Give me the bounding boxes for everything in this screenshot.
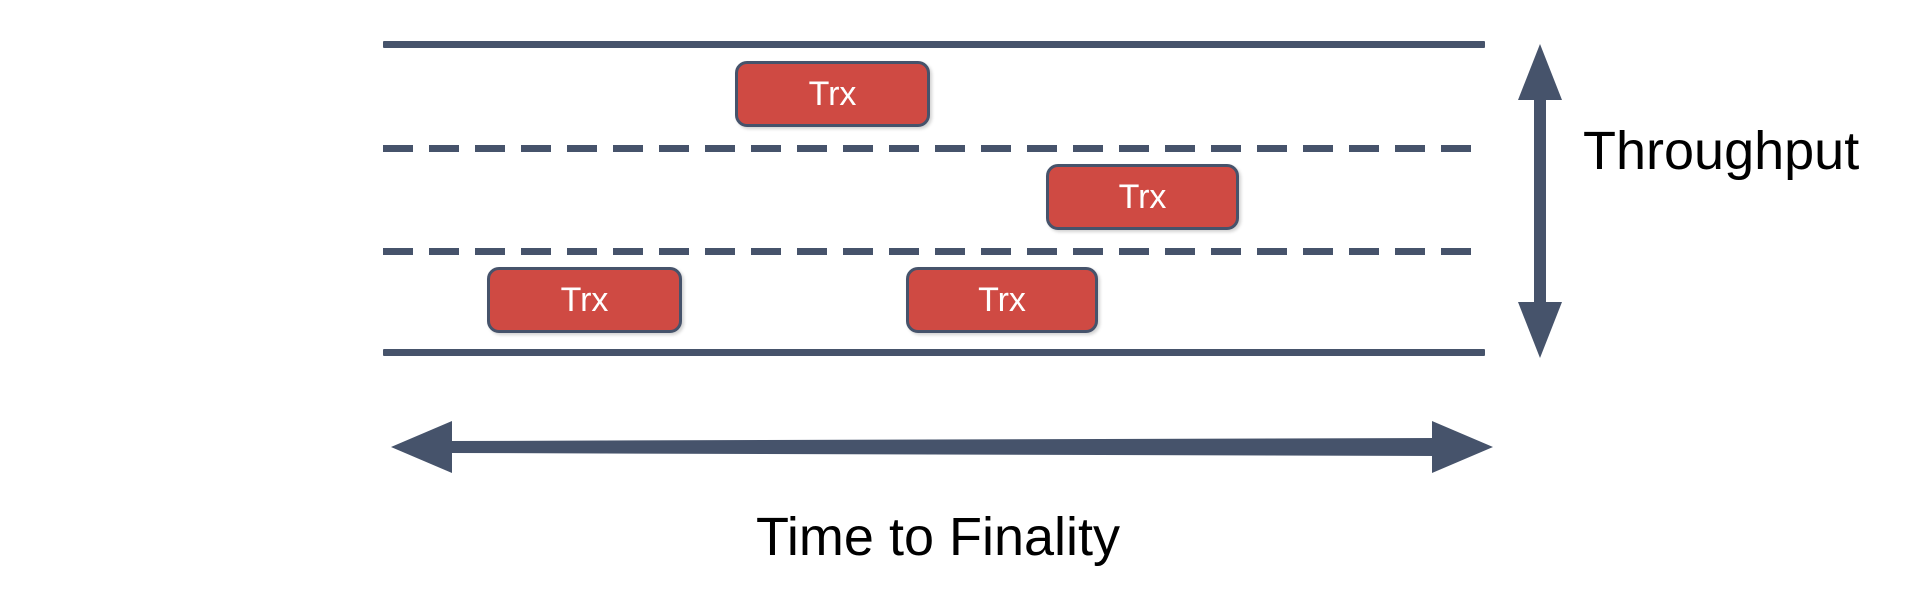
time-axis-label: Time to Finality (0, 510, 1880, 564)
lane-divider-upper-line (383, 145, 1485, 152)
time-axis-arrow-icon (386, 416, 1498, 478)
transaction-block-label: Trx (560, 281, 609, 319)
lane-divider-lower-line (383, 248, 1485, 255)
lane-top-boundary-line (383, 41, 1485, 48)
time-axis-label-text: Time to Finality (755, 507, 1121, 567)
lane-bottom-boundary-line (383, 349, 1485, 356)
transaction-block-label: Trx (808, 75, 857, 113)
throughput-axis-arrow-icon (1512, 40, 1568, 362)
transaction-block-label: Trx (1118, 178, 1167, 216)
transaction-block[interactable]: Trx (906, 267, 1098, 333)
transaction-block[interactable]: Trx (735, 61, 930, 127)
throughput-axis-label: Throughput (1583, 121, 1860, 181)
transaction-block[interactable]: Trx (1046, 164, 1239, 230)
transaction-block-label: Trx (978, 281, 1026, 319)
transaction-block[interactable]: Trx (487, 267, 682, 333)
